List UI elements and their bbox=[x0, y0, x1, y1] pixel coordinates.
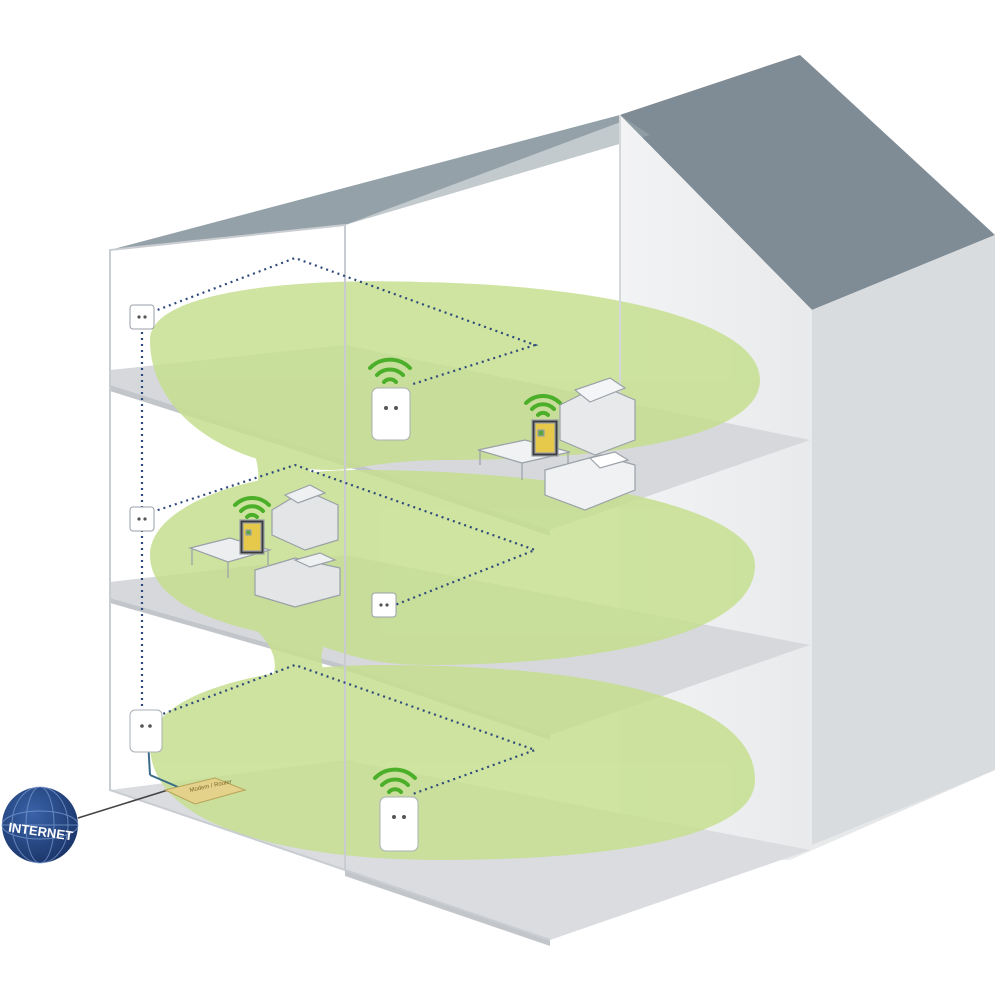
router-body bbox=[163, 777, 247, 805]
house-outline bbox=[109, 115, 621, 941]
powerline-adapter-icon bbox=[379, 796, 419, 852]
wall-socket-icon bbox=[129, 304, 155, 330]
internet-cable bbox=[77, 789, 169, 819]
roof bbox=[110, 55, 995, 310]
coffee-table-icon bbox=[477, 439, 571, 480]
wifi-coverage bbox=[150, 281, 760, 860]
wifi-zone-link-upper bbox=[230, 410, 330, 505]
router-device: Modem / Router bbox=[163, 777, 247, 805]
wifi-zone-link-lower bbox=[240, 615, 345, 695]
roof-under bbox=[110, 115, 650, 250]
wall-socket-icon bbox=[371, 592, 397, 618]
furniture-top-floor bbox=[477, 377, 636, 511]
wifi-signal-icon bbox=[368, 357, 412, 384]
side-wall-right bbox=[812, 235, 995, 845]
wifi-icons bbox=[233, 357, 562, 794]
sofa-icon bbox=[544, 451, 636, 511]
wifi-signal-icon bbox=[524, 393, 562, 417]
wifi-zone-bottom bbox=[150, 665, 755, 860]
tablet-icon bbox=[531, 419, 559, 457]
powerline-adapter-icon bbox=[129, 709, 163, 753]
furniture-middle-floor bbox=[187, 484, 341, 608]
wiring-middle-floor bbox=[151, 463, 539, 607]
sofa-icon bbox=[271, 484, 339, 551]
powerline-adapters bbox=[129, 387, 419, 852]
wall-sockets bbox=[129, 304, 397, 618]
sofa-icon bbox=[254, 552, 341, 608]
wifi-signal-icon bbox=[233, 495, 271, 519]
wifi-signal-icon bbox=[373, 767, 417, 794]
sofa-icon bbox=[559, 377, 636, 456]
powerline-adapter-icon bbox=[371, 387, 411, 441]
wall-socket-icon bbox=[129, 506, 155, 532]
tablet-icon bbox=[239, 519, 265, 555]
front-bottom-edge bbox=[344, 869, 551, 941]
internet-globe: INTERNET bbox=[1, 786, 79, 864]
roof-side-slope bbox=[620, 55, 995, 310]
ground-floor-edge bbox=[345, 870, 550, 946]
